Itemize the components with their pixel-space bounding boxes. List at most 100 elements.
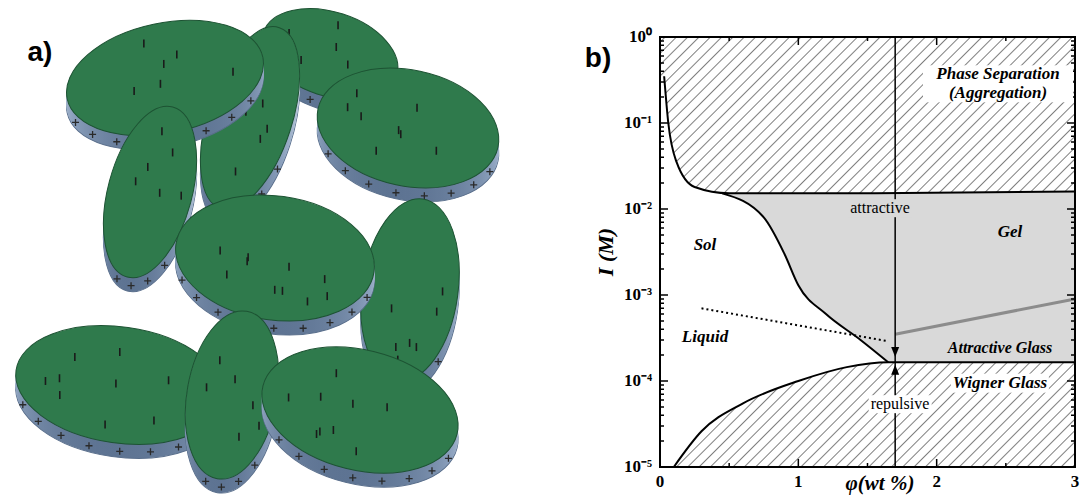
region-label: Liquid	[682, 328, 728, 347]
axis-tick-label: 0	[656, 473, 665, 492]
negative-charge-mark	[442, 287, 444, 295]
positive-charge-mark	[300, 325, 307, 332]
negative-charge-mark	[232, 68, 234, 76]
plot-frame	[660, 37, 1075, 467]
negative-charge-mark	[375, 147, 377, 155]
positive-charge-mark	[113, 275, 120, 282]
positive-charge-mark	[58, 432, 65, 439]
negative-charge-mark	[400, 130, 402, 138]
negative-charge-mark	[336, 369, 338, 377]
negative-charge-mark	[74, 353, 76, 361]
axis-tick-label: 10⁻¹	[624, 114, 652, 133]
positive-charge-mark	[349, 474, 356, 481]
negative-charge-mark	[206, 383, 208, 391]
negative-charge-mark	[266, 125, 268, 133]
positive-charge-mark	[364, 294, 371, 301]
negative-charge-mark	[360, 112, 362, 120]
negative-charge-mark	[246, 257, 248, 265]
positive-charge-mark	[470, 181, 477, 188]
negative-charge-mark	[104, 420, 106, 428]
positive-charge-mark	[19, 401, 26, 408]
axis-tick-label: 10⁻²	[624, 200, 652, 219]
negative-charge-mark	[436, 147, 438, 155]
negative-charge-mark	[326, 292, 328, 300]
axis-ticks	[660, 37, 1075, 467]
negative-charge-mark	[288, 263, 290, 271]
clay-platelet	[248, 328, 471, 498]
negative-charge-mark	[226, 271, 228, 279]
gel-region	[722, 191, 1075, 362]
negative-charge-mark	[235, 167, 237, 175]
region-label: Phase Separation (Aggregation)	[923, 65, 1073, 102]
positive-charge-mark	[203, 127, 210, 134]
positive-charge-mark	[113, 138, 120, 145]
positive-charge-mark	[128, 282, 135, 289]
negative-charge-mark	[333, 426, 335, 434]
region-label: Wigner Glass	[951, 374, 1049, 393]
negative-charge-mark	[238, 433, 240, 441]
aggregation-region	[660, 37, 1075, 193]
negative-charge-mark	[180, 192, 182, 200]
positive-charge-mark	[342, 167, 349, 174]
negative-charge-mark	[395, 343, 397, 351]
negative-charge-mark	[59, 374, 61, 382]
negative-charge-mark	[161, 127, 163, 135]
positive-charge-mark	[392, 189, 399, 196]
negative-charge-mark	[168, 376, 170, 384]
positive-charge-mark	[72, 119, 79, 126]
positive-charge-mark	[348, 309, 355, 316]
negative-charge-mark	[59, 391, 61, 399]
positive-charge-mark	[270, 325, 277, 332]
axis-tick-label: 2	[932, 473, 941, 492]
positive-charge-mark	[275, 436, 282, 443]
negative-charge-mark	[324, 275, 326, 283]
axis-tick-label: 10⁻⁵	[624, 458, 652, 477]
negative-charge-mark	[219, 247, 221, 255]
negative-charge-mark	[319, 427, 321, 435]
negative-charge-mark	[133, 87, 135, 95]
negative-charge-mark	[352, 400, 354, 408]
negative-charge-mark	[234, 375, 236, 383]
positive-charge-mark	[378, 478, 385, 485]
negative-charge-mark	[436, 308, 438, 316]
positive-charge-mark	[325, 150, 332, 157]
positive-charge-mark	[35, 418, 42, 425]
positive-charge-mark	[161, 262, 168, 269]
clay-platelet	[167, 183, 382, 348]
positive-charge-mark	[235, 478, 242, 485]
negative-charge-mark	[320, 393, 322, 401]
phase-boundary	[674, 362, 1075, 467]
panel-label: b)	[585, 43, 611, 74]
negative-charge-mark	[347, 103, 349, 111]
negative-charge-mark	[347, 61, 349, 69]
positive-charge-mark	[215, 309, 222, 316]
axis-tick-label: 10⁻⁴	[624, 372, 652, 391]
positive-charge-mark	[175, 444, 182, 451]
region-label: Gel	[998, 223, 1023, 242]
positive-charge-mark	[202, 478, 209, 485]
negative-charge-mark	[335, 43, 337, 51]
negative-charge-mark	[172, 148, 174, 156]
negative-charge-mark	[416, 104, 418, 112]
negative-charge-mark	[119, 348, 121, 356]
negative-charge-mark	[160, 80, 162, 88]
positive-charge-mark	[428, 467, 435, 474]
axis-title: φ(wt %)	[846, 472, 915, 495]
positive-charge-mark	[406, 475, 413, 482]
arrow-label: attractive	[848, 199, 912, 217]
arrow-head	[891, 347, 899, 357]
negative-charge-mark	[153, 416, 155, 424]
positive-charge-mark	[147, 448, 154, 455]
negative-charge-mark	[355, 447, 357, 455]
negative-charge-mark	[337, 21, 339, 29]
negative-charge-mark	[416, 343, 418, 351]
negative-charge-mark	[176, 51, 178, 59]
axis-tick-label: 10⁻³	[624, 286, 652, 305]
platelet-face	[248, 328, 471, 493]
positive-charge-mark	[295, 453, 302, 460]
negative-charge-mark	[143, 39, 145, 47]
panel-label: a)	[28, 37, 53, 68]
negative-charge-mark	[219, 356, 221, 364]
platelet-edge	[248, 329, 471, 494]
positive-charge-mark	[365, 181, 372, 188]
